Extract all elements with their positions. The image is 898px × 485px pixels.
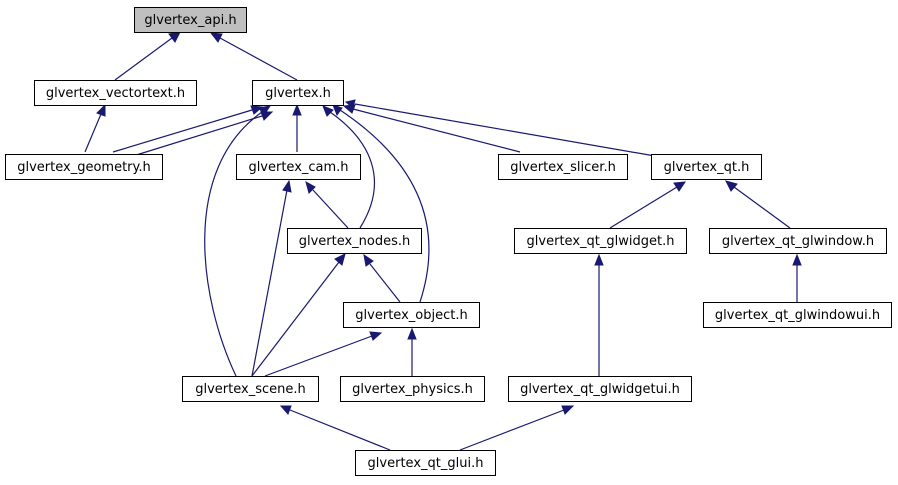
edge-slicer-to-glvertex bbox=[352, 108, 521, 153]
edge-scene-to-glvertex bbox=[204, 111, 263, 377]
arrowhead-icon bbox=[292, 103, 302, 116]
node-glvertex-physics[interactable]: glvertex_physics.h bbox=[340, 376, 485, 402]
edge-qt-glwindow-to-qt bbox=[733, 186, 791, 229]
node-glvertex-nodes[interactable]: glvertex_nodes.h bbox=[287, 228, 422, 254]
arrowhead-icon bbox=[725, 180, 738, 192]
node-glvertex-slicer[interactable]: glvertex_slicer.h bbox=[498, 154, 628, 180]
edge-glvertex-to-api bbox=[219, 37, 298, 81]
arrowhead-icon bbox=[258, 105, 272, 116]
arrowhead-icon bbox=[594, 253, 604, 266]
edge-qt-glwidget-to-qt bbox=[609, 186, 678, 229]
node-glvertex-cam[interactable]: glvertex_cam.h bbox=[236, 154, 361, 180]
node-glvertex-api: glvertex_api.h bbox=[134, 7, 247, 33]
arrowhead-icon bbox=[282, 179, 292, 193]
edge-object-to-nodes bbox=[369, 263, 401, 303]
edge-object-to-glvertex bbox=[339, 109, 430, 303]
edge-qt-to-glvertex bbox=[354, 103, 656, 157]
edge-geometry-to-vectortext bbox=[84, 113, 102, 153]
arrowhead-icon bbox=[334, 253, 346, 266]
edge-nodes-to-glvertex bbox=[329, 111, 375, 229]
edge-geometry-to-glvertex-a bbox=[112, 109, 253, 153]
edge-geometry-to-glvertex-b bbox=[132, 115, 263, 157]
arrowhead-icon bbox=[363, 253, 374, 267]
arrowhead-icon bbox=[369, 331, 383, 341]
node-glvertex-qt-glwindow[interactable]: glvertex_qt_glwindow.h bbox=[709, 228, 887, 254]
arrowhead-icon bbox=[407, 327, 417, 340]
arrowhead-icon bbox=[305, 180, 316, 194]
arrowhead-icon bbox=[168, 31, 181, 43]
arrowhead-icon bbox=[344, 99, 356, 109]
edge-scene-to-nodes bbox=[251, 261, 340, 377]
edge-qt-glui-to-qt-glwidgetui bbox=[459, 409, 565, 451]
edge-scene-to-cam bbox=[251, 189, 288, 377]
node-glvertex-qt-glwidgetui[interactable]: glvertex_qt_glwidgetui.h bbox=[508, 376, 692, 402]
arrowhead-icon bbox=[332, 104, 343, 117]
node-glvertex[interactable]: glvertex.h bbox=[252, 80, 344, 106]
node-glvertex-qt-glwidget[interactable]: glvertex_qt_glwidget.h bbox=[514, 228, 687, 254]
edge-nodes-to-cam bbox=[312, 189, 349, 229]
node-glvertex-geometry[interactable]: glvertex_geometry.h bbox=[5, 154, 163, 180]
arrowhead-icon bbox=[561, 405, 575, 415]
arrowhead-icon bbox=[792, 253, 802, 266]
arrowhead-icon bbox=[673, 181, 686, 192]
arrowhead-icon bbox=[96, 103, 106, 117]
edge-qt-glui-to-scene bbox=[289, 409, 391, 451]
node-glvertex-qt-glui[interactable]: glvertex_qt_glui.h bbox=[355, 450, 496, 476]
edge-vectortext-to-api bbox=[114, 37, 173, 81]
node-glvertex-object[interactable]: glvertex_object.h bbox=[343, 302, 480, 328]
node-glvertex-qt-glwindowui[interactable]: glvertex_qt_glwindowui.h bbox=[703, 302, 892, 328]
arrowhead-icon bbox=[322, 105, 334, 117]
edge-scene-to-object bbox=[264, 335, 373, 377]
node-glvertex-scene[interactable]: glvertex_scene.h bbox=[182, 376, 319, 402]
node-glvertex-vectortext[interactable]: glvertex_vectortext.h bbox=[34, 80, 197, 106]
arrowhead-icon bbox=[209, 32, 223, 43]
arrowhead-icon bbox=[279, 405, 292, 415]
node-glvertex-qt[interactable]: glvertex_qt.h bbox=[651, 154, 762, 180]
